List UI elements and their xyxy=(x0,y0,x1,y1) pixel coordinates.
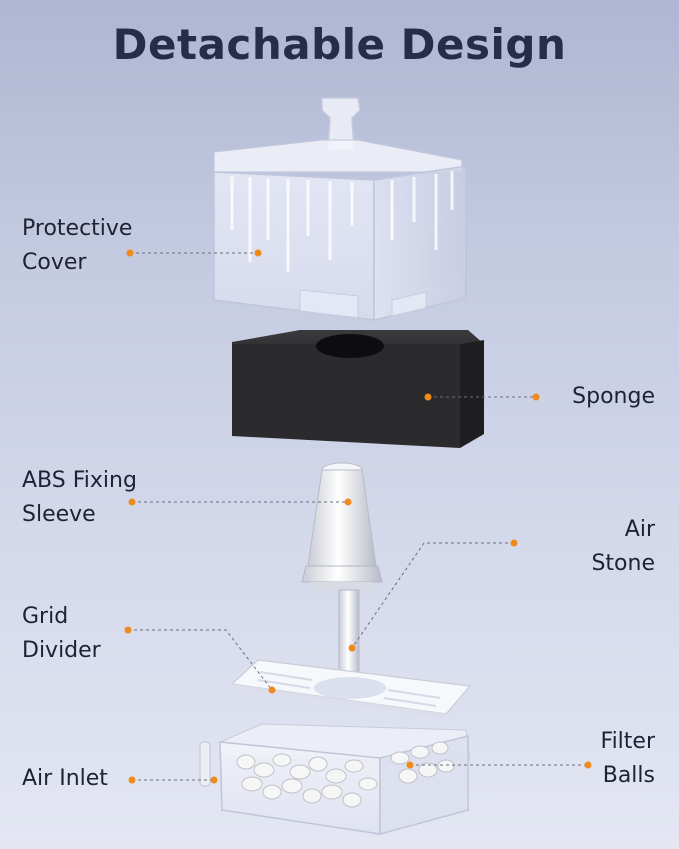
callout-dots xyxy=(124,249,592,784)
label-sponge: Sponge xyxy=(572,384,655,409)
filter-base-part xyxy=(199,723,471,835)
label-air-stone: Air Stone xyxy=(591,517,655,576)
leader-lines xyxy=(128,252,588,781)
label-filter-balls: Filter Balls xyxy=(600,729,655,788)
page-title: Detachable Design xyxy=(112,20,567,69)
label-abs-fixing-sleeve: ABS Fixing Sleeve xyxy=(22,468,137,527)
label-grid-divider: Grid Divider xyxy=(22,604,101,663)
label-air-inlet: Air Inlet xyxy=(22,766,108,791)
air-stone-part xyxy=(338,589,360,675)
sponge-part xyxy=(232,330,484,448)
label-protective-cover: Protective Cover xyxy=(22,216,133,275)
grid-divider-part xyxy=(230,659,472,718)
abs-sleeve-part xyxy=(301,462,383,590)
protective-cover-part xyxy=(213,97,467,321)
